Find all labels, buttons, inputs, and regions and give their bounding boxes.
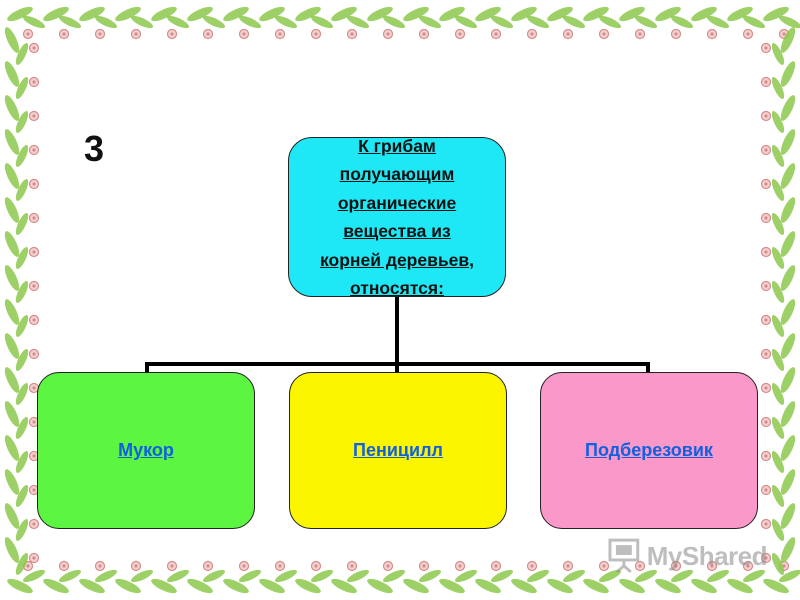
answer-link-penicill[interactable]: Пеницилл xyxy=(353,440,443,460)
answer-link-mukor[interactable]: Мукор xyxy=(118,440,174,460)
answer-box-mukor[interactable]: Мукор xyxy=(37,372,255,529)
answer-box-podberezovik[interactable]: Подберезовик xyxy=(540,372,758,529)
answer-box-penicill[interactable]: Пеницилл xyxy=(289,372,507,529)
watermark: MyShared xyxy=(607,538,768,574)
projector-screen-icon xyxy=(608,538,640,574)
slide-number: 3 xyxy=(84,128,105,169)
answer-link-podberezovik[interactable]: Подберезовик xyxy=(585,440,713,460)
watermark-text: MyShared xyxy=(646,540,768,571)
